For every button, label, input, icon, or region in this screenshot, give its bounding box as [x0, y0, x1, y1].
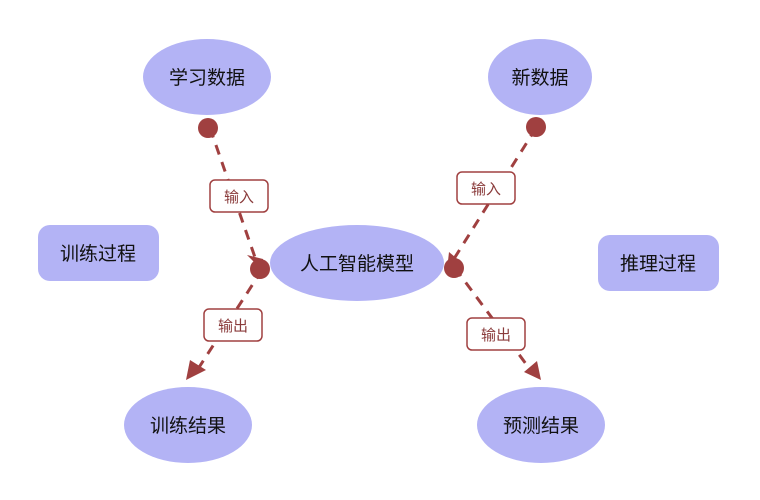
- arrowhead-icon: [186, 360, 206, 380]
- edge-label-text: 输入: [224, 188, 254, 206]
- node-label: 训练结果: [150, 415, 226, 437]
- edge-start-dot: [526, 117, 546, 137]
- node-label: 推理过程: [620, 253, 696, 275]
- edge-label-text: 输入: [471, 180, 501, 198]
- edge-label-text: 输出: [481, 326, 511, 344]
- edge-start-dot: [444, 258, 464, 278]
- edge-label-input-right: 输入: [456, 171, 516, 205]
- node-label: 新数据: [511, 67, 568, 89]
- node-training-result: 训练结果: [124, 387, 252, 463]
- node-training-process: 训练过程: [38, 225, 159, 281]
- node-inference-process: 推理过程: [598, 235, 719, 291]
- node-learning-data: 学习数据: [143, 39, 271, 115]
- arrowhead-icon: [524, 361, 541, 380]
- node-label: 预测结果: [503, 415, 579, 437]
- node-label: 训练过程: [60, 243, 136, 265]
- edge-label-output-right: 输出: [466, 317, 526, 351]
- edge-start-dot: [250, 259, 270, 279]
- edge-model-to-prediction-result: [444, 258, 541, 380]
- node-prediction-result: 预测结果: [477, 387, 605, 463]
- edge-label-text: 输出: [218, 317, 248, 335]
- node-label: 学习数据: [169, 67, 245, 89]
- node-ai-model: 人工智能模型: [270, 225, 444, 301]
- edge-label-input-left: 输入: [209, 179, 269, 213]
- edge-start-dot: [198, 118, 218, 138]
- edge-label-output-left: 输出: [203, 308, 263, 342]
- node-new-data: 新数据: [488, 39, 592, 115]
- node-label: 人工智能模型: [300, 253, 414, 275]
